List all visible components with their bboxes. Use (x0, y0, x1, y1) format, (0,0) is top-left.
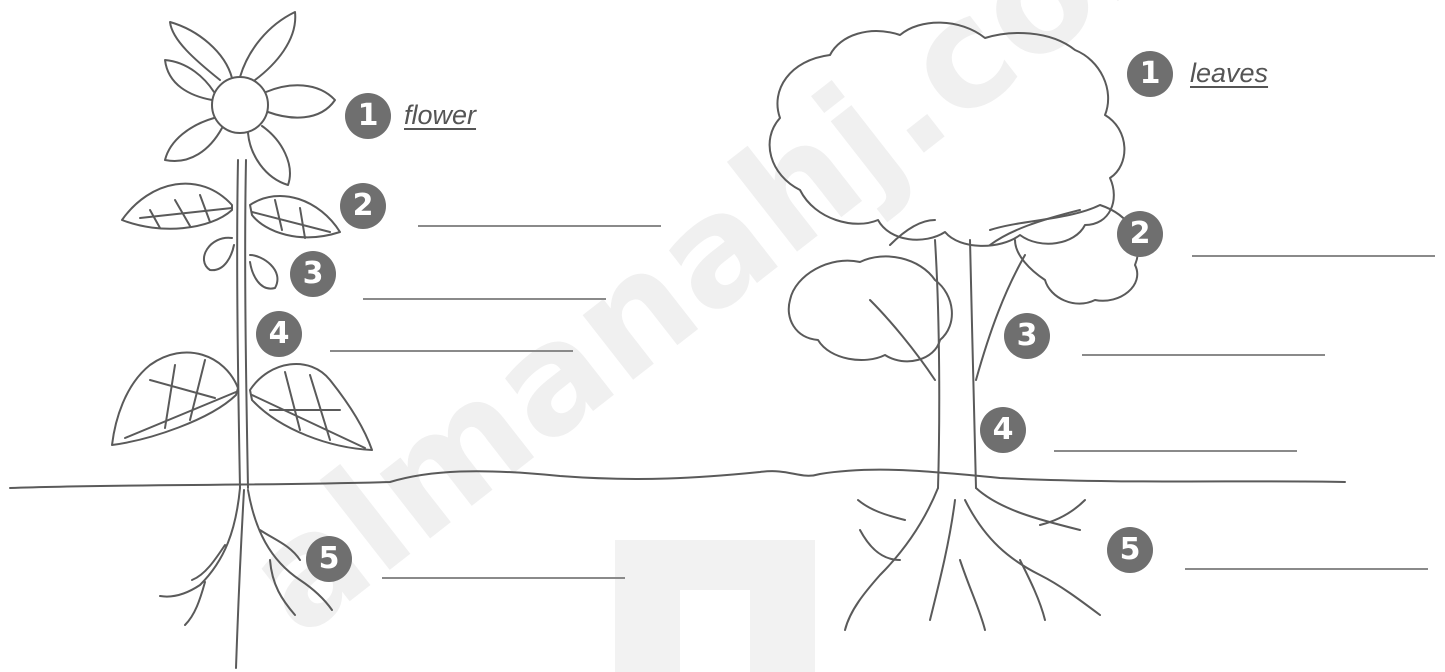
plant-label-4-badge: 4 (256, 311, 302, 357)
tree-label-3-answer-line[interactable] (1082, 354, 1325, 356)
tree-trunk (935, 240, 976, 488)
tree-roots (845, 488, 1100, 630)
tree-label-5-badge: 5 (1107, 527, 1153, 573)
tree-label-1-answer[interactable]: leaves (1190, 58, 1268, 89)
tree-label-5-answer-line[interactable] (1185, 568, 1428, 570)
plant-label-1-answer[interactable]: flower (404, 100, 476, 131)
plant-label-1-badge: 1 (345, 93, 391, 139)
tree-label-1-badge: 1 (1127, 51, 1173, 97)
plant-roots (160, 488, 332, 668)
ground-line (10, 470, 1345, 488)
tree-label-4-badge: 4 (980, 407, 1026, 453)
buds (204, 238, 278, 289)
plant-label-2-badge: 2 (340, 183, 386, 229)
plant-label-2-answer-line[interactable] (418, 225, 661, 227)
plant-label-3-answer-line[interactable] (363, 298, 606, 300)
tree (770, 23, 1138, 630)
tree-label-4-answer-line[interactable] (1054, 450, 1297, 452)
plant-label-5-badge: 5 (306, 536, 352, 582)
tree-label-2-badge: 2 (1117, 211, 1163, 257)
flower (165, 12, 335, 185)
upper-leaves (122, 184, 340, 238)
tree-label-3-badge: 3 (1004, 313, 1050, 359)
lower-leaves (112, 353, 372, 450)
plant-label-3-badge: 3 (290, 251, 336, 297)
plant-label-4-answer-line[interactable] (330, 350, 573, 352)
tree-label-2-answer-line[interactable] (1192, 255, 1435, 257)
plant-label-5-answer-line[interactable] (382, 577, 625, 579)
